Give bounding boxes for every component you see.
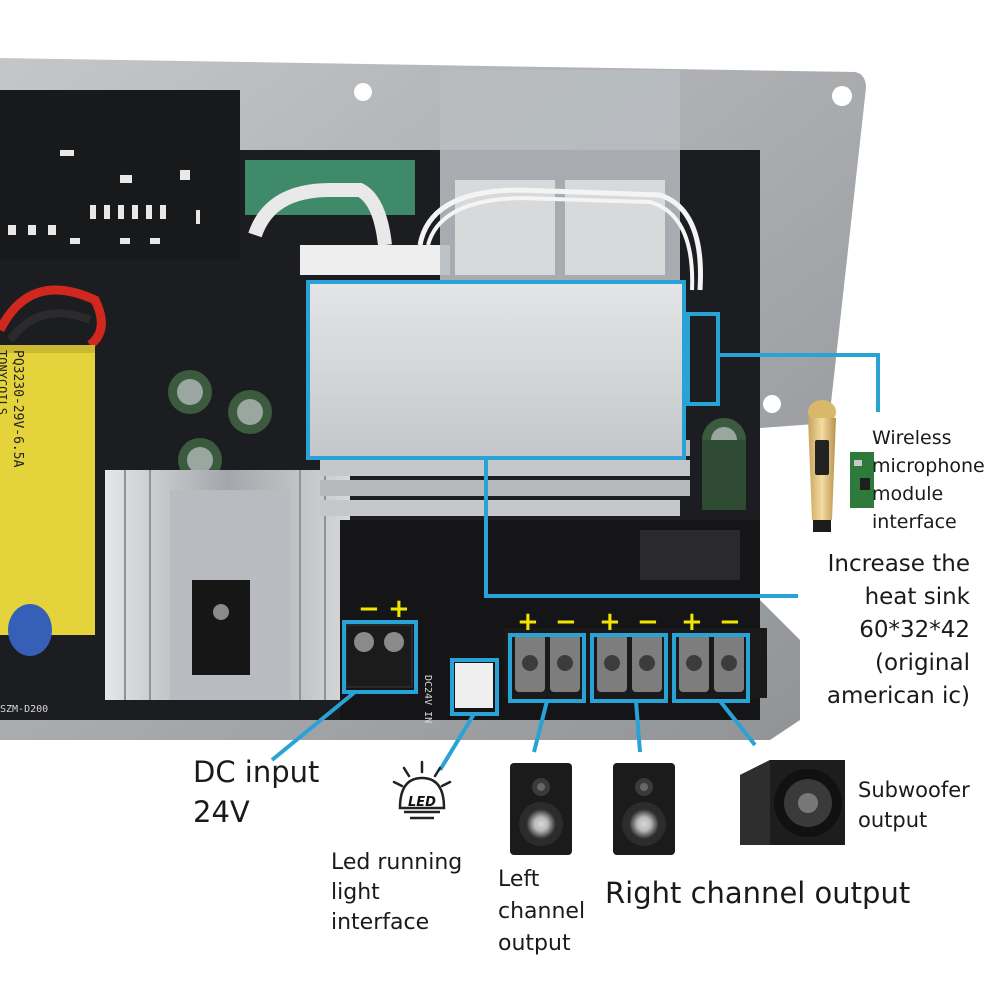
left-heat-sink [105,470,350,700]
out-plus-mark: + [681,607,703,637]
led-leader [438,712,476,772]
left-out-leader [532,700,549,753]
callouts [270,280,880,772]
sub-out-callout-box [672,633,750,703]
brand-marking: TONYCOILS [0,350,9,415]
relays [440,70,680,280]
mic-callout-box [686,312,720,406]
right-speaker-image [613,763,675,855]
heatsink-callout-box [306,280,686,460]
polarity-markings: − + + − + − + − [358,594,741,637]
mount-hole [832,86,852,106]
added-heat-sink [308,282,690,516]
transformer-marking: PQ3230-29V-6.5A [10,350,25,468]
model-marking: SZM-D200 [0,704,48,715]
led-header [455,663,493,708]
out-minus-mark: − [555,607,577,637]
led-bulb-icon [392,760,452,820]
subwoofer-label: Subwoofer output [858,778,970,832]
led-interface-label: Led running light interface [331,850,463,935]
left-speaker-image [510,763,572,855]
mount-hole [763,395,781,413]
mic-module-board [850,452,874,508]
transformer [0,345,95,635]
sub-out-leader [718,699,757,747]
wireless-mic-label: Wireless microphone module interface [872,427,985,533]
out-plus-mark: + [599,607,621,637]
dc-pad-marking: DC24V IN [422,675,433,723]
output-terminal-strip [505,628,767,698]
blue-capacitor [8,604,52,656]
heatsink-label: Increase the heat sink 60*32*42 (origina… [826,551,970,709]
red-wire [0,285,106,349]
out-plus-mark: + [517,607,539,637]
dc-terminal-block [345,624,413,688]
dc-plus-mark: + [388,594,410,624]
left-channel-label: Left channel output [498,867,586,956]
dc-input-label: DC input 24V [193,755,320,829]
out-minus-mark: − [719,607,741,637]
microphone-image [808,400,836,532]
dc-minus-mark: − [358,594,380,624]
heatsink-leader [484,458,798,598]
right-out-leader [634,700,642,753]
dc-leader [270,690,357,762]
subwoofer-image [740,760,845,845]
mic-leader [718,353,880,412]
right-out-callout-box [590,633,668,703]
mount-hole [354,83,372,101]
right-channel-label: Right channel output [605,876,911,910]
power-transistor [192,580,250,675]
out-minus-mark: − [637,607,659,637]
white-header [300,245,450,275]
dc-callout-box [342,620,418,694]
led-icon-label: LED [408,795,436,810]
led-callout-box [450,658,499,716]
